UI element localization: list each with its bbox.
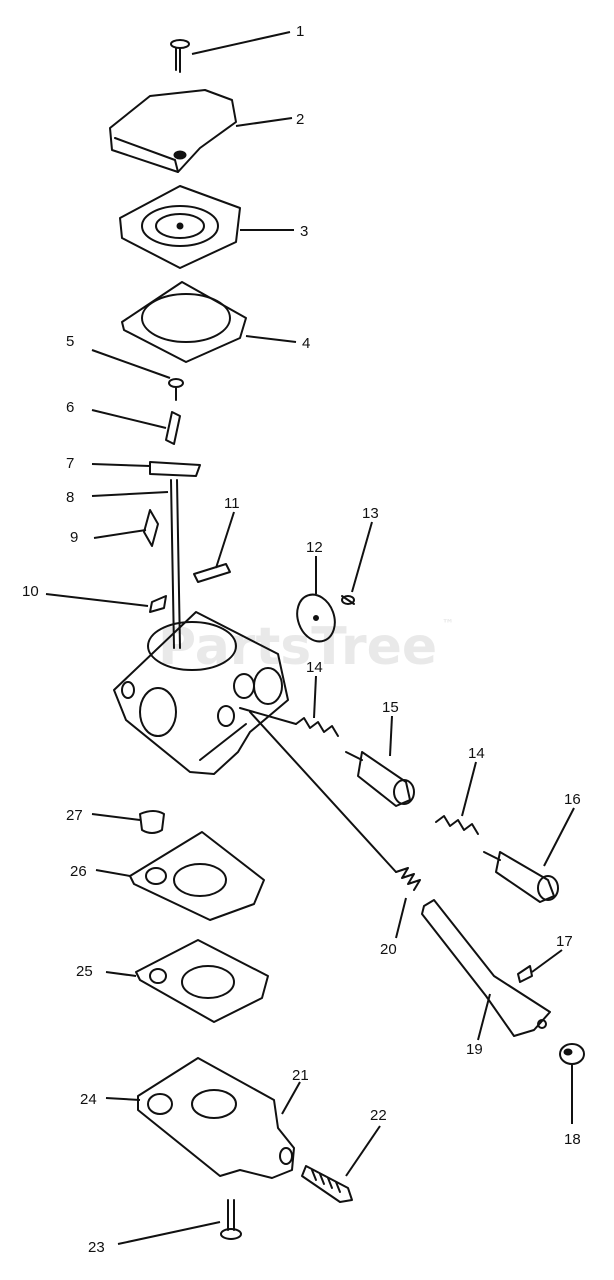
part-12-disk (296, 593, 336, 643)
callout-14-upper: 14 (306, 659, 323, 676)
callout-numbers: 1 2 3 4 5 6 7 8 9 10 11 12 13 14 15 14 1… (22, 23, 581, 1256)
part-10-clip (149, 595, 167, 613)
callout-12: 12 (306, 539, 323, 556)
callout-22: 22 (370, 1107, 387, 1124)
carburetor-body (113, 611, 289, 775)
part-4-gasket (121, 281, 247, 363)
part-3-diaphragm (119, 185, 241, 269)
callout-3: 3 (300, 223, 308, 240)
part-15-needle (345, 751, 415, 807)
part-1-screw (170, 39, 190, 73)
watermark-text: PartsTree (158, 617, 437, 677)
callout-11: 11 (224, 495, 240, 512)
callout-19: 19 (466, 1041, 483, 1058)
part-19-lever (421, 899, 551, 1037)
callout-14-lower: 14 (468, 745, 485, 762)
part-22-screw (301, 1165, 353, 1203)
callout-4: 4 (302, 335, 310, 352)
callout-17: 17 (556, 933, 573, 950)
part-18-cap (559, 1043, 585, 1065)
callout-13: 13 (362, 505, 379, 522)
part-20-spring (249, 711, 421, 891)
callout-26: 26 (70, 863, 87, 880)
callout-18: 18 (564, 1131, 581, 1148)
watermark-trademark: ™ (442, 617, 454, 631)
callout-7: 7 (66, 455, 74, 472)
part-13-screw (341, 595, 355, 605)
callout-9: 9 (70, 529, 78, 546)
leader-lines (45, 31, 575, 1245)
part-23-screw (220, 1199, 242, 1240)
part-6-pin (165, 411, 181, 445)
part-26-gasket (129, 831, 265, 921)
part-17-clip (517, 965, 533, 983)
part-14-spring-lower (435, 815, 479, 835)
callout-2: 2 (296, 111, 304, 128)
part-27-plug (139, 810, 165, 834)
callout-20: 20 (380, 941, 397, 958)
callout-1: 1 (296, 23, 304, 40)
part-9-valve (143, 509, 159, 547)
part-16-needle (483, 851, 559, 903)
part-5-screw (168, 378, 184, 401)
callout-23: 23 (88, 1239, 105, 1256)
callout-6: 6 (66, 399, 74, 416)
part-7-lever (149, 461, 201, 477)
part-2-cover (109, 89, 237, 173)
part-14-spring-upper (239, 707, 339, 737)
part-11-pin (193, 563, 231, 583)
callout-10: 10 (22, 583, 39, 600)
callout-16: 16 (564, 791, 581, 808)
part-8-shaft (170, 479, 181, 649)
callout-15: 15 (382, 699, 399, 716)
part-24-pump-body (137, 1057, 295, 1179)
part-25-gasket (135, 939, 269, 1023)
callout-5: 5 (66, 333, 74, 350)
callout-27: 27 (66, 807, 83, 824)
callout-21: 21 (292, 1067, 309, 1084)
callout-25: 25 (76, 963, 93, 980)
callout-8: 8 (66, 489, 74, 506)
callout-24: 24 (80, 1091, 97, 1108)
